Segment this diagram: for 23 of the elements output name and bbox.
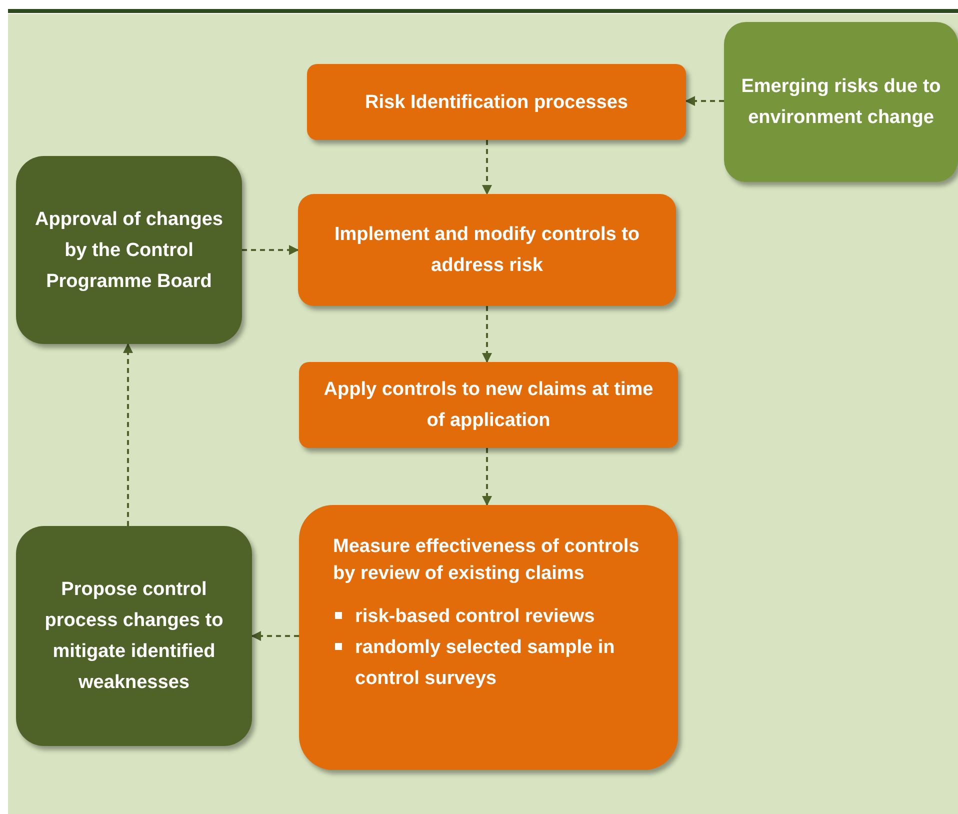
box-label: Risk Identification processes [365, 90, 628, 114]
process-box [299, 505, 678, 770]
box-label: Implement and modify controls to address risk [333, 223, 641, 278]
arrow [123, 343, 133, 526]
arrow [685, 96, 724, 106]
box-heading: Measure effectiveness of controls by review of existing claims [333, 535, 640, 586]
arrow [482, 140, 492, 195]
process-box [299, 362, 678, 448]
bullet-item: risk-based control reviews [333, 601, 595, 632]
arrow [242, 245, 299, 255]
input-box [724, 22, 958, 182]
box-label: Propose control process changes to mitigate identified weaknesses [44, 578, 224, 695]
process-box [16, 156, 242, 344]
box-label: Emerging risks due to environment change [740, 75, 942, 130]
arrow [482, 448, 492, 506]
box-label: Apply controls to new claims at time of application [322, 378, 654, 433]
process-box [307, 64, 686, 140]
arrow [251, 631, 299, 641]
box-label: Approval of changes by the Control Programme Board [34, 208, 224, 294]
process-box [298, 194, 676, 306]
bullet-item: randomly selected sample in control surveys [333, 632, 648, 694]
process-box [16, 526, 252, 746]
arrow [482, 306, 492, 363]
